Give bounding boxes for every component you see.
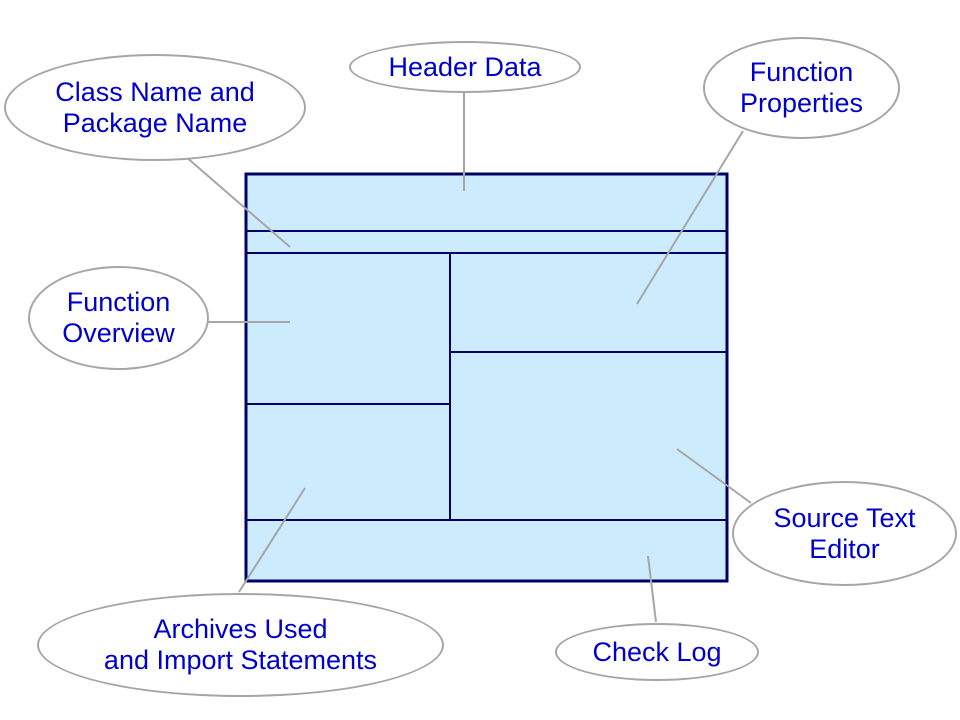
callout-check-log: Check Log (555, 623, 759, 681)
callout-function-overview-line2: Overview (62, 318, 175, 348)
callout-function-overview: Function Overview (28, 266, 209, 370)
callout-archives-used-and-import-statements: Archives Used and Import Statements (37, 593, 444, 697)
connector-lines (184, 93, 752, 623)
callout-class-name-and-package-name: Class Name and Package Name (4, 54, 306, 161)
region-function-properties (449, 252, 728, 353)
callout-source-text-editor-line1: Source Text (773, 502, 916, 533)
panel-outline (244, 172, 729, 583)
region-class-and-package-name (245, 230, 728, 254)
callout-archives-line2: and Import Statements (103, 645, 378, 675)
editor-panel (244, 172, 729, 583)
callout-archives-line1: Archives Used (153, 614, 328, 644)
connector-check-log (647, 555, 657, 623)
callout-function-properties-line2: Properties (739, 88, 864, 118)
callout-check-log-label: Check Log (592, 636, 722, 667)
connector-class-name (184, 155, 291, 248)
region-check-log (245, 519, 728, 582)
connector-source-text-editor (676, 448, 752, 504)
region-archives-and-imports (245, 403, 451, 521)
callout-source-text-editor-line2: Editor (809, 533, 880, 564)
region-function-overview (245, 252, 451, 405)
callout-function-overview-line1: Function (66, 287, 171, 317)
callout-class-name-line1: Class Name and (55, 76, 255, 107)
callout-function-properties: Function Properties (703, 37, 900, 139)
callout-function-properties-line1: Function (749, 57, 854, 87)
callout-header-data-label: Header Data (388, 51, 542, 82)
connector-archives (238, 487, 306, 593)
region-header-data (245, 173, 728, 232)
callout-source-text-editor: Source Text Editor (732, 481, 957, 586)
connector-function-properties (636, 130, 744, 305)
callout-class-name-line2: Package Name (62, 107, 248, 138)
region-source-text-editor (449, 351, 728, 521)
callout-header-data: Header Data (349, 41, 581, 93)
